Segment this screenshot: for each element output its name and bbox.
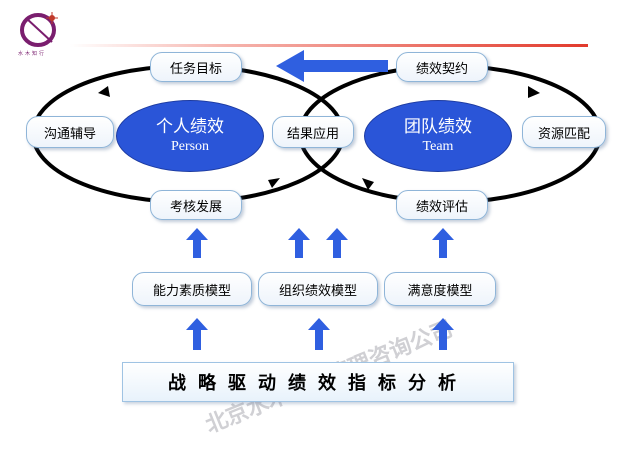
node-result-application: 结果应用	[272, 116, 354, 148]
foundation-strategy-kpi-analysis: 战略驱动绩效指标分析	[122, 362, 514, 402]
team-performance-subtitle: Team	[422, 139, 454, 154]
flow-left-arrow	[276, 50, 388, 82]
loop-arrowhead	[98, 86, 110, 97]
header-accent-bar	[70, 44, 588, 47]
model-competency: 能力素质模型	[132, 272, 252, 306]
loop-arrowhead	[528, 86, 540, 98]
node-assessment-development: 考核发展	[150, 190, 242, 220]
loop-arrowhead	[362, 178, 374, 190]
node-task-goal: 任务目标	[150, 52, 242, 82]
up-arrow-icon	[308, 318, 330, 350]
up-arrow-icon	[186, 228, 208, 258]
up-arrow-icon	[186, 318, 208, 350]
model-satisfaction: 满意度模型	[384, 272, 496, 306]
node-communication: 沟通辅导	[26, 116, 114, 148]
node-resource-match: 资源匹配	[522, 116, 606, 148]
personal-performance-subtitle: Person	[170, 139, 210, 154]
node-perf-contract: 绩效契约	[396, 52, 488, 82]
personal-performance-title: 个人绩效	[156, 117, 224, 137]
node-perf-evaluation: 绩效评估	[396, 190, 488, 220]
logo-text: 水木知行	[18, 51, 47, 57]
up-arrow-icon	[288, 228, 310, 258]
company-logo: 水木知行	[12, 8, 68, 57]
model-org-performance: 组织绩效模型	[258, 272, 378, 306]
team-performance-title: 团队绩效	[404, 117, 472, 137]
up-arrow-icon	[432, 228, 454, 258]
loop-arrowhead	[268, 178, 280, 188]
up-arrow-icon	[432, 318, 454, 350]
team-performance-ellipse: 团队绩效 Team	[364, 100, 512, 172]
up-arrow-icon	[326, 228, 348, 258]
personal-performance-ellipse: 个人绩效 Person	[116, 100, 264, 172]
